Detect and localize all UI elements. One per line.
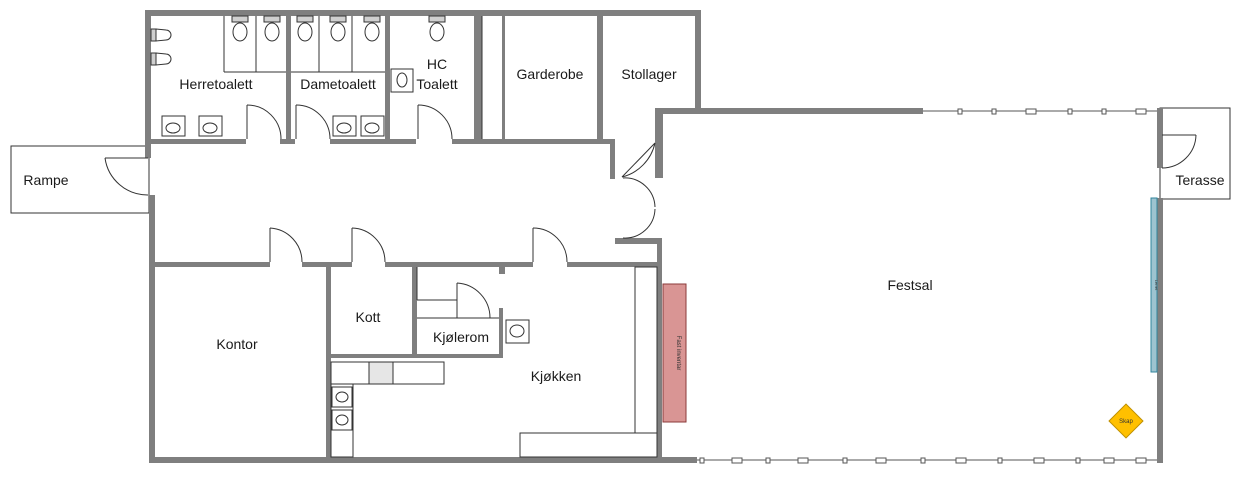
room-label-rampe: Rampe bbox=[23, 172, 68, 188]
room-label-garderobe: Garderobe bbox=[517, 66, 584, 82]
room-label-kjolerom: Kjølerom bbox=[433, 329, 489, 345]
toilet-stall-partitions bbox=[223, 16, 499, 319]
room-label-festsal: Festsal bbox=[887, 277, 932, 293]
toilet-icon-3 bbox=[296, 15, 314, 42]
sink-icon-4 bbox=[360, 115, 385, 137]
room-label-kontor: Kontor bbox=[216, 336, 258, 352]
sink-icon-1 bbox=[161, 115, 186, 137]
urinal-icons bbox=[150, 28, 172, 66]
toilet-icon-4 bbox=[329, 15, 347, 42]
sink-icons bbox=[161, 68, 530, 431]
urinal-icon-1 bbox=[150, 28, 172, 42]
sink-icon-hc bbox=[390, 68, 414, 93]
sink-icon-counter-1 bbox=[331, 386, 353, 408]
sink-icon-2 bbox=[198, 115, 223, 137]
doors bbox=[104, 104, 1197, 319]
scene-panel bbox=[1150, 197, 1158, 373]
sink-icon-3 bbox=[332, 115, 357, 137]
room-label-herretoalett: Herretoalett bbox=[179, 76, 252, 92]
toilet-icon-2 bbox=[263, 15, 281, 42]
room-label-hc-line1: HC bbox=[427, 56, 447, 72]
room-label-kjokken: Kjøkken bbox=[531, 368, 582, 384]
kitchen-counters bbox=[330, 266, 658, 458]
skap-label: Skap bbox=[1119, 419, 1133, 425]
room-label-hc-line2: Toalett bbox=[416, 76, 457, 92]
toilet-icon-1 bbox=[231, 15, 249, 42]
room-label-stollager: Stollager bbox=[621, 66, 677, 82]
scene-panel-label: Lerret bbox=[1154, 280, 1159, 291]
sink-icon-counter-2 bbox=[331, 409, 353, 431]
toilet-icon-5 bbox=[363, 15, 381, 42]
fast-inventar-block bbox=[662, 283, 687, 423]
rampe-outline bbox=[10, 145, 150, 214]
toilet-icon-hc bbox=[428, 15, 446, 42]
walls bbox=[145, 10, 1163, 463]
fast-inventar-label: Fast inventar bbox=[675, 336, 681, 371]
urinal-icon-2 bbox=[150, 52, 172, 66]
sink-icon-kitchen bbox=[505, 319, 530, 344]
window-posts bbox=[699, 108, 1147, 464]
room-label-terasse: Terasse bbox=[1175, 172, 1224, 188]
room-label-dametoalett: Dametoalett bbox=[300, 76, 376, 92]
toilet-icons bbox=[231, 15, 446, 42]
skap-cabinet bbox=[1108, 403, 1144, 439]
room-label-kott: Kott bbox=[356, 309, 381, 325]
